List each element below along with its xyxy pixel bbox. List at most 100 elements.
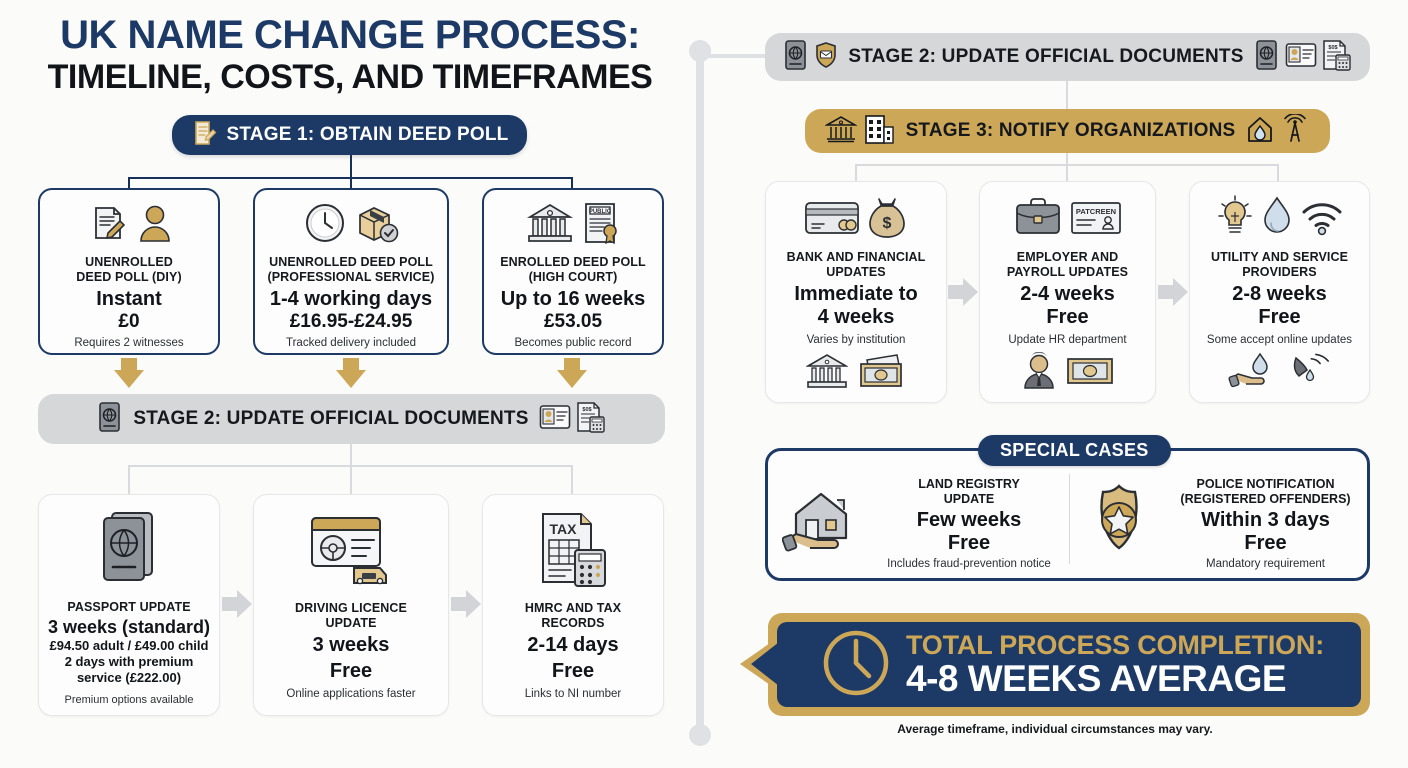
water-house-icon: [1245, 114, 1275, 149]
gold-arrow-down: [336, 370, 366, 388]
card-title: ENROLLED DEED POLL (HIGH COURT): [500, 255, 646, 284]
card-utility-service-providers[interactable]: UTILITY AND SERVICE PROVIDERS 2-8 weeks …: [1189, 181, 1370, 403]
house-in-hand-icon: [781, 484, 860, 563]
stage-1-banner-label: STAGE 1: OBTAIN DEED POLL: [226, 124, 509, 145]
id-card-icon: [1285, 42, 1317, 73]
card-employer-payroll-updates[interactable]: PATCREEN EMPLOYER AND PAYROLL UPDATES 2-…: [979, 181, 1156, 403]
card-note: Requires 2 witnesses: [74, 337, 184, 350]
connector-vertical: [350, 155, 352, 178]
person-icon: [138, 201, 172, 250]
connector-drop: [128, 465, 130, 495]
grey-arrow-right: [451, 590, 483, 618]
stage-2-banner-label-left: STAGE 2: UPDATE OFFICIAL DOCUMENTS: [133, 408, 529, 429]
grey-arrow-right: [1158, 278, 1190, 306]
card-price: Free: [329, 659, 373, 682]
stage-2-banner-icons-right: $0$: [1254, 39, 1352, 76]
connector-drop: [128, 177, 130, 189]
special-case-price: Free: [947, 531, 991, 554]
signal-drop-icon: [1288, 352, 1332, 395]
card-headline: Up to 16 weeks: [500, 287, 646, 310]
timeline-dot-top: [689, 40, 711, 62]
card-hmrc-tax-records[interactable]: TAX HMRC AND TAX RECORDS 2-14 days Free …: [482, 494, 664, 716]
card-headline: 2-8 weeks Free: [1232, 282, 1327, 328]
page-title: UK NAME CHANGE PROCESS: TIMELINE, COSTS,…: [0, 14, 700, 97]
wifi-icon: [1300, 198, 1344, 241]
gold-arrow-stem: [121, 358, 137, 372]
title-line-1: UK NAME CHANGE PROCESS:: [60, 13, 640, 57]
timeline-rail: [696, 46, 704, 736]
special-case-text: POLICE NOTIFICATION (REGISTERED OFFENDER…: [1162, 477, 1369, 570]
total-line-2: 4-8 WEEKS AVERAGE: [906, 657, 1287, 699]
card-headline: 3 weeks (standard): [47, 617, 211, 638]
parcel-check-icon: [354, 201, 400, 250]
banknotes-icon: [856, 352, 906, 395]
stage-3-banner[interactable]: STAGE 3: NOTIFY ORGANIZATIONS: [805, 109, 1330, 153]
timeline-branch: [704, 54, 768, 58]
card-icon-row: [98, 505, 160, 596]
clock-icon: [820, 627, 892, 704]
card-icon-row-bottom: [805, 352, 906, 395]
stage-2-banner-left[interactable]: STAGE 2: UPDATE OFFICIAL DOCUMENTS $0$: [38, 394, 665, 444]
special-case-police-notification[interactable]: POLICE NOTIFICATION (REGISTERED OFFENDER…: [1084, 471, 1369, 575]
total-banner-content: TOTAL PROCESS COMPLETION: 4-8 WEEKS AVER…: [820, 627, 1350, 703]
card-passport-update[interactable]: PASSPORT UPDATE 3 weeks (standard) £94.5…: [38, 494, 220, 716]
gold-arrow-down: [114, 370, 144, 388]
money-bag-icon: $: [866, 195, 908, 244]
card-headline: 2-4 weeks Free: [1020, 282, 1115, 328]
card-bank-financial-updates[interactable]: $ BANK AND FINANCIAL UPDATES Immediate t…: [765, 181, 947, 403]
water-drop-icon: [1260, 195, 1294, 244]
shield-icon: [814, 41, 838, 74]
special-cases-divider: [1069, 474, 1070, 564]
lightbulb-icon: [1216, 194, 1254, 244]
gold-arrow-stem: [343, 358, 359, 372]
card-icon-row-top: PATCREEN: [1014, 192, 1122, 246]
connector-vertical: [350, 444, 352, 466]
card-headline: Immediate to 4 weeks: [794, 282, 918, 328]
timeline-dot-bottom: [689, 724, 711, 746]
office-building-icon: [862, 113, 896, 150]
document-pen-icon: [86, 200, 132, 251]
connector-vertical: [1066, 153, 1068, 165]
stage-3-banner-icons-left: [823, 113, 896, 150]
card-note: Online applications faster: [286, 687, 416, 700]
card-unenrolled-diy[interactable]: UNENROLLED DEED POLL (DIY) Instant £0 Re…: [38, 188, 220, 355]
stage-2-banner-right[interactable]: STAGE 2: UPDATE OFFICIAL DOCUMENTS: [765, 33, 1370, 81]
svg-text:$: $: [883, 215, 892, 232]
card-enrolled-high-court[interactable]: PUBLIC ENROLLED DEED POLL (HIGH COURT) U…: [482, 188, 664, 355]
public-certificate-icon: PUBLIC: [580, 200, 620, 251]
special-case-text: LAND REGISTRY UPDATE Few weeks Free Incl…: [868, 477, 1070, 570]
card-price-lines: £94.50 adult / £49.00 child 2 days with …: [49, 637, 209, 686]
card-driving-licence-update[interactable]: DRIVING LICENCE UPDATE 3 weeks Free Onli…: [253, 494, 449, 716]
card-title: UNENROLLED DEED POLL (DIY): [76, 255, 182, 284]
grey-arrow-right: [948, 278, 980, 306]
stage-1-banner[interactable]: STAGE 1: OBTAIN DEED POLL: [172, 115, 527, 155]
credit-card-icon: [804, 197, 860, 242]
connector-drop: [855, 164, 857, 182]
card-headline: 2-14 days: [527, 633, 619, 656]
special-case-title: POLICE NOTIFICATION (REGISTERED OFFENDER…: [1180, 476, 1351, 506]
connector-drop: [571, 177, 573, 189]
svg-text:$0$: $0$: [1328, 45, 1337, 51]
card-note: Becomes public record: [514, 337, 632, 350]
card-icon-row: [86, 200, 172, 251]
grey-arrow-right: [222, 590, 254, 618]
hand-water-drop-icon: [1227, 352, 1280, 395]
card-unenrolled-professional[interactable]: UNENROLLED DEED POLL (PROFESSIONAL SERVI…: [253, 188, 449, 355]
card-title: DRIVING LICENCE UPDATE: [295, 601, 407, 630]
card-title: EMPLOYER AND PAYROLL UPDATES: [1006, 250, 1129, 279]
card-title: UNENROLLED DEED POLL (PROFESSIONAL SERVI…: [267, 255, 435, 284]
card-icon-row-bottom: [1021, 351, 1115, 394]
courthouse-icon: [526, 201, 574, 250]
bank-icon: [823, 114, 858, 149]
card-icon-row-top: [1216, 192, 1344, 246]
card-note: Premium options available: [64, 693, 194, 706]
card-price: £16.95-£24.95: [289, 310, 413, 332]
svg-text:PUBLIC: PUBLIC: [589, 209, 612, 215]
card-headline: 1-4 working days: [269, 287, 433, 310]
card-icon-row: [302, 200, 400, 251]
connector-drop: [571, 465, 573, 495]
passport-icon: [783, 39, 809, 76]
passport-icon: [1254, 39, 1280, 76]
special-case-land-registry[interactable]: LAND REGISTRY UPDATE Few weeks Free Incl…: [781, 471, 1070, 575]
